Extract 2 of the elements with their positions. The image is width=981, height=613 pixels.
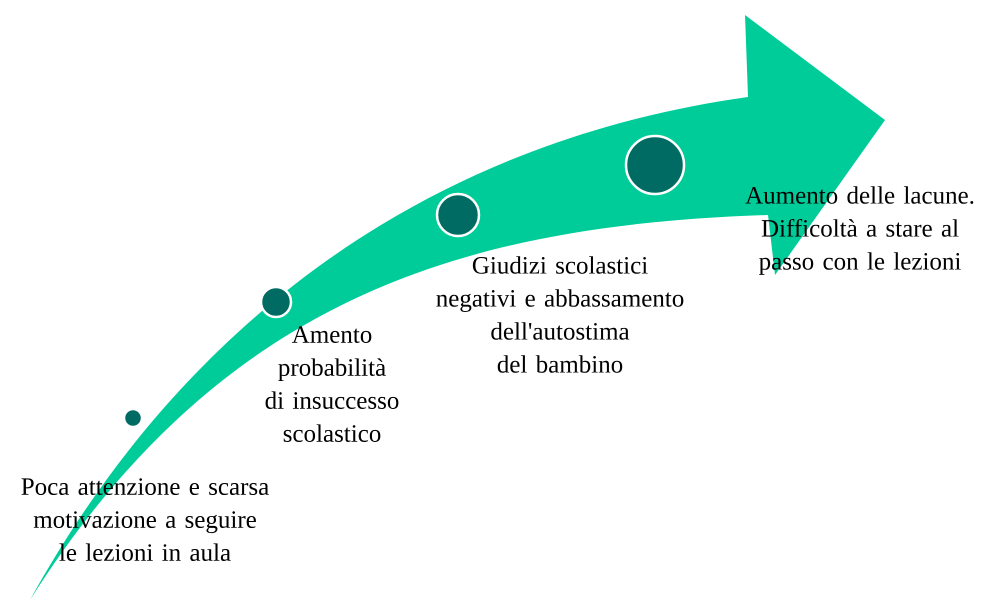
step-text: Giudizi scolastici negativi e abbassamento dell'autostima del bambino [436, 256, 684, 373]
step-text: Amento probabilità di insuccesso scolastico [266, 326, 398, 442]
